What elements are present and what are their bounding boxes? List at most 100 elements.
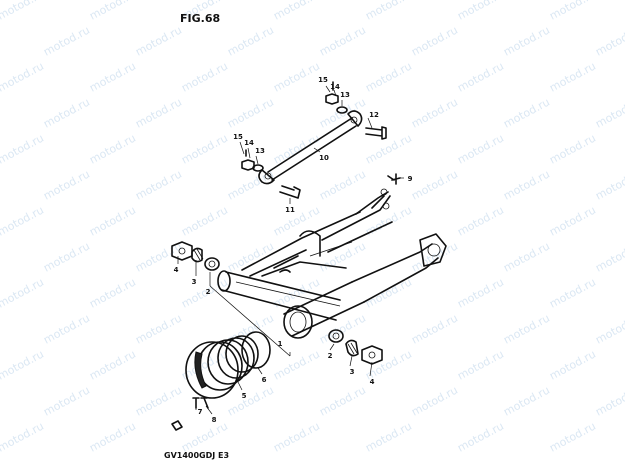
watermark-text: motod.ru bbox=[409, 167, 460, 202]
watermark-text: motod.ru bbox=[271, 347, 322, 382]
watermark-text: motod.ru bbox=[593, 23, 625, 58]
callout-2-left: 2 bbox=[206, 288, 211, 296]
callout-10: 10 bbox=[319, 154, 329, 162]
callout-4-left: 4 bbox=[174, 266, 179, 274]
pivot-right bbox=[328, 329, 383, 365]
watermark-text: motod.ru bbox=[501, 167, 552, 202]
watermark-text: motod.ru bbox=[501, 23, 552, 58]
watermark-text: motod.ru bbox=[409, 23, 460, 58]
callout-14-lower: 14 bbox=[244, 139, 254, 147]
callout-9: 9 bbox=[408, 175, 413, 183]
watermark-text: motod.ru bbox=[41, 95, 92, 130]
nut-stack-upper bbox=[325, 81, 348, 114]
callout-12: 12 bbox=[369, 111, 379, 119]
callout-1: 1 bbox=[278, 340, 283, 348]
watermark-text: motod.ru bbox=[41, 167, 92, 202]
callout-8: 8 bbox=[212, 416, 217, 424]
callout-13-lower: 13 bbox=[255, 147, 265, 155]
watermark-text: motod.ru bbox=[179, 59, 230, 94]
callout-2-right: 2 bbox=[328, 352, 333, 360]
watermark-text: motod.ru bbox=[363, 0, 414, 23]
watermark-text: motod.ru bbox=[87, 347, 138, 382]
watermark-text: motod.ru bbox=[0, 0, 46, 23]
o-ring-6 bbox=[241, 331, 271, 369]
watermark-text: motod.ru bbox=[593, 239, 625, 274]
grease-fitting-9 bbox=[387, 173, 401, 185]
swingarm bbox=[217, 188, 447, 339]
callout-15-lower: 15 bbox=[233, 133, 243, 141]
watermark-text: motod.ru bbox=[87, 59, 138, 94]
drive-boot bbox=[185, 335, 259, 399]
watermark-text: motod.ru bbox=[133, 311, 184, 346]
watermark-text: motod.ru bbox=[0, 131, 46, 166]
watermark-text: motod.ru bbox=[41, 311, 92, 346]
watermark-text: motod.ru bbox=[225, 239, 276, 274]
watermark-text: motod.ru bbox=[271, 419, 322, 454]
watermark-text: motod.ru bbox=[271, 131, 322, 166]
callout-3-right: 3 bbox=[350, 368, 355, 376]
watermark-text: motod.ru bbox=[133, 383, 184, 418]
callout-15-upper: 15 bbox=[318, 76, 328, 84]
watermark-text: motod.ru bbox=[455, 59, 506, 94]
watermark-text: motod.ru bbox=[455, 419, 506, 454]
watermark-text: motod.ru bbox=[501, 383, 552, 418]
watermark-text: motod.ru bbox=[0, 203, 46, 238]
watermark-text: motod.ru bbox=[271, 59, 322, 94]
watermark-text: motod.ru bbox=[501, 95, 552, 130]
watermark-text: motod.ru bbox=[409, 95, 460, 130]
watermark-text: motod.ru bbox=[409, 311, 460, 346]
callout-7: 7 bbox=[198, 408, 203, 416]
watermark-text: motod.ru bbox=[363, 59, 414, 94]
callout-labels: 15 14 13 12 15 14 13 10 11 9 4 3 2 1 2 3… bbox=[174, 76, 413, 424]
watermark-text: motod.ru bbox=[593, 311, 625, 346]
watermark-text: motod.ru bbox=[0, 59, 46, 94]
watermark-text: motod.ru bbox=[547, 59, 598, 94]
watermark-text: motod.ru bbox=[271, 203, 322, 238]
callout-13-upper: 13 bbox=[340, 91, 350, 99]
watermark-text: motod.ru bbox=[133, 167, 184, 202]
watermark-text: motod.ru bbox=[409, 239, 460, 274]
watermark-text: motod.ru bbox=[41, 23, 92, 58]
watermark-text: motod.ru bbox=[501, 239, 552, 274]
callout-5: 5 bbox=[242, 392, 247, 400]
watermark-text: motod.ru bbox=[179, 203, 230, 238]
watermark-text: motod.ru bbox=[547, 347, 598, 382]
watermark-text: motod.ru bbox=[271, 0, 322, 23]
watermark-text: motod.ru bbox=[87, 131, 138, 166]
watermark-text: motod.ru bbox=[455, 347, 506, 382]
watermark-text: motod.ru bbox=[317, 23, 368, 58]
watermark-text: motod.ru bbox=[133, 95, 184, 130]
watermark-text: motod.ru bbox=[547, 0, 598, 23]
screws-7-8 bbox=[171, 397, 209, 431]
watermark-text: motod.ru bbox=[0, 275, 46, 310]
figure-title: FIG.68 bbox=[180, 12, 220, 25]
pivot-left bbox=[171, 241, 220, 271]
watermark-text: motod.ru bbox=[547, 275, 598, 310]
bolt-12 bbox=[365, 126, 387, 140]
watermark-text: motod.ru bbox=[87, 203, 138, 238]
watermark-text: motod.ru bbox=[41, 239, 92, 274]
watermark-text: motod.ru bbox=[547, 203, 598, 238]
nut-stack-lower bbox=[241, 149, 264, 172]
torque-rod bbox=[258, 110, 363, 185]
watermark-text: motod.ru bbox=[225, 95, 276, 130]
watermark-text: motod.ru bbox=[455, 203, 506, 238]
watermark-text: motod.ru bbox=[593, 167, 625, 202]
bolt-11 bbox=[279, 185, 301, 199]
watermark-text: motod.ru bbox=[87, 275, 138, 310]
watermark-text: motod.ru bbox=[317, 167, 368, 202]
watermark-text: motod.ru bbox=[225, 23, 276, 58]
watermark-text: motod.ru bbox=[363, 275, 414, 310]
watermark-text: motod.ru bbox=[455, 0, 506, 23]
callout-4-right: 4 bbox=[370, 378, 375, 386]
watermark-text: motod.ru bbox=[593, 383, 625, 418]
watermark-text: motod.ru bbox=[455, 275, 506, 310]
watermark-text: motod.ru bbox=[363, 419, 414, 454]
callout-11: 11 bbox=[285, 206, 295, 214]
watermark-text: motod.ru bbox=[455, 131, 506, 166]
watermark-text: motod.ru bbox=[317, 383, 368, 418]
callout-6: 6 bbox=[262, 376, 267, 384]
watermark-text: motod.ru bbox=[593, 95, 625, 130]
